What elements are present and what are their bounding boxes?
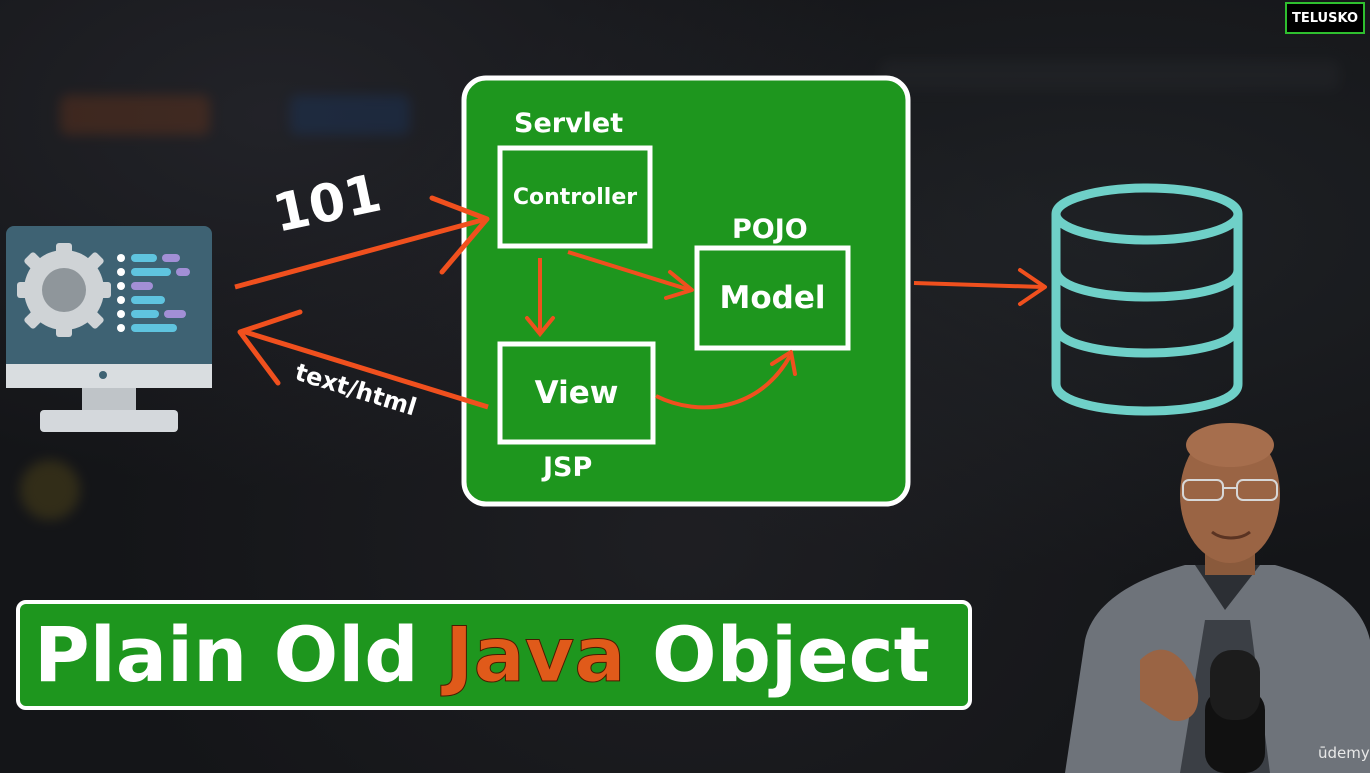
bg-blur-shape xyxy=(20,460,80,520)
controller-to-view-head xyxy=(525,316,555,338)
model-label: Model xyxy=(719,280,826,316)
request-arrow-head xyxy=(429,195,490,275)
banner-highlight: Java xyxy=(445,610,626,699)
model-to-db-arrow xyxy=(913,281,1044,289)
controller-box xyxy=(497,145,653,249)
udemy-logo: ūdemy xyxy=(1318,744,1370,762)
controller-to-model-head xyxy=(664,270,694,300)
view-to-model-arrow xyxy=(655,355,792,410)
code-lines xyxy=(117,254,190,332)
title-banner: Plain Old Java Object xyxy=(16,600,972,710)
database-icon xyxy=(1051,183,1243,416)
request-arrow xyxy=(234,216,487,290)
controller-to-model-arrow xyxy=(567,250,691,292)
computer-icon xyxy=(6,226,212,432)
view-to-model-head xyxy=(770,350,797,376)
view-box xyxy=(497,341,656,445)
response-arrow xyxy=(241,328,489,410)
jsp-label: JSP xyxy=(543,452,593,483)
view-label: View xyxy=(534,375,619,411)
controller-label: Controller xyxy=(512,184,638,210)
response-arrow-head xyxy=(237,309,303,386)
model-box xyxy=(694,245,851,351)
bg-blur-shape xyxy=(290,95,410,135)
telusko-logo: TELUSKO xyxy=(1285,2,1365,34)
servlet-label: Servlet xyxy=(514,108,624,139)
model-to-db-head xyxy=(1018,268,1047,306)
banner-title: Plain Old Java Object xyxy=(34,616,930,693)
bg-blur-shape xyxy=(880,60,1340,90)
pojo-label: POJO xyxy=(732,214,808,245)
bg-blur-shape xyxy=(60,95,210,135)
banner-part1: Plain Old xyxy=(34,610,446,699)
gear-icon xyxy=(17,243,111,337)
banner-part2: Object xyxy=(625,610,931,699)
presenter-photo xyxy=(1065,423,1370,773)
